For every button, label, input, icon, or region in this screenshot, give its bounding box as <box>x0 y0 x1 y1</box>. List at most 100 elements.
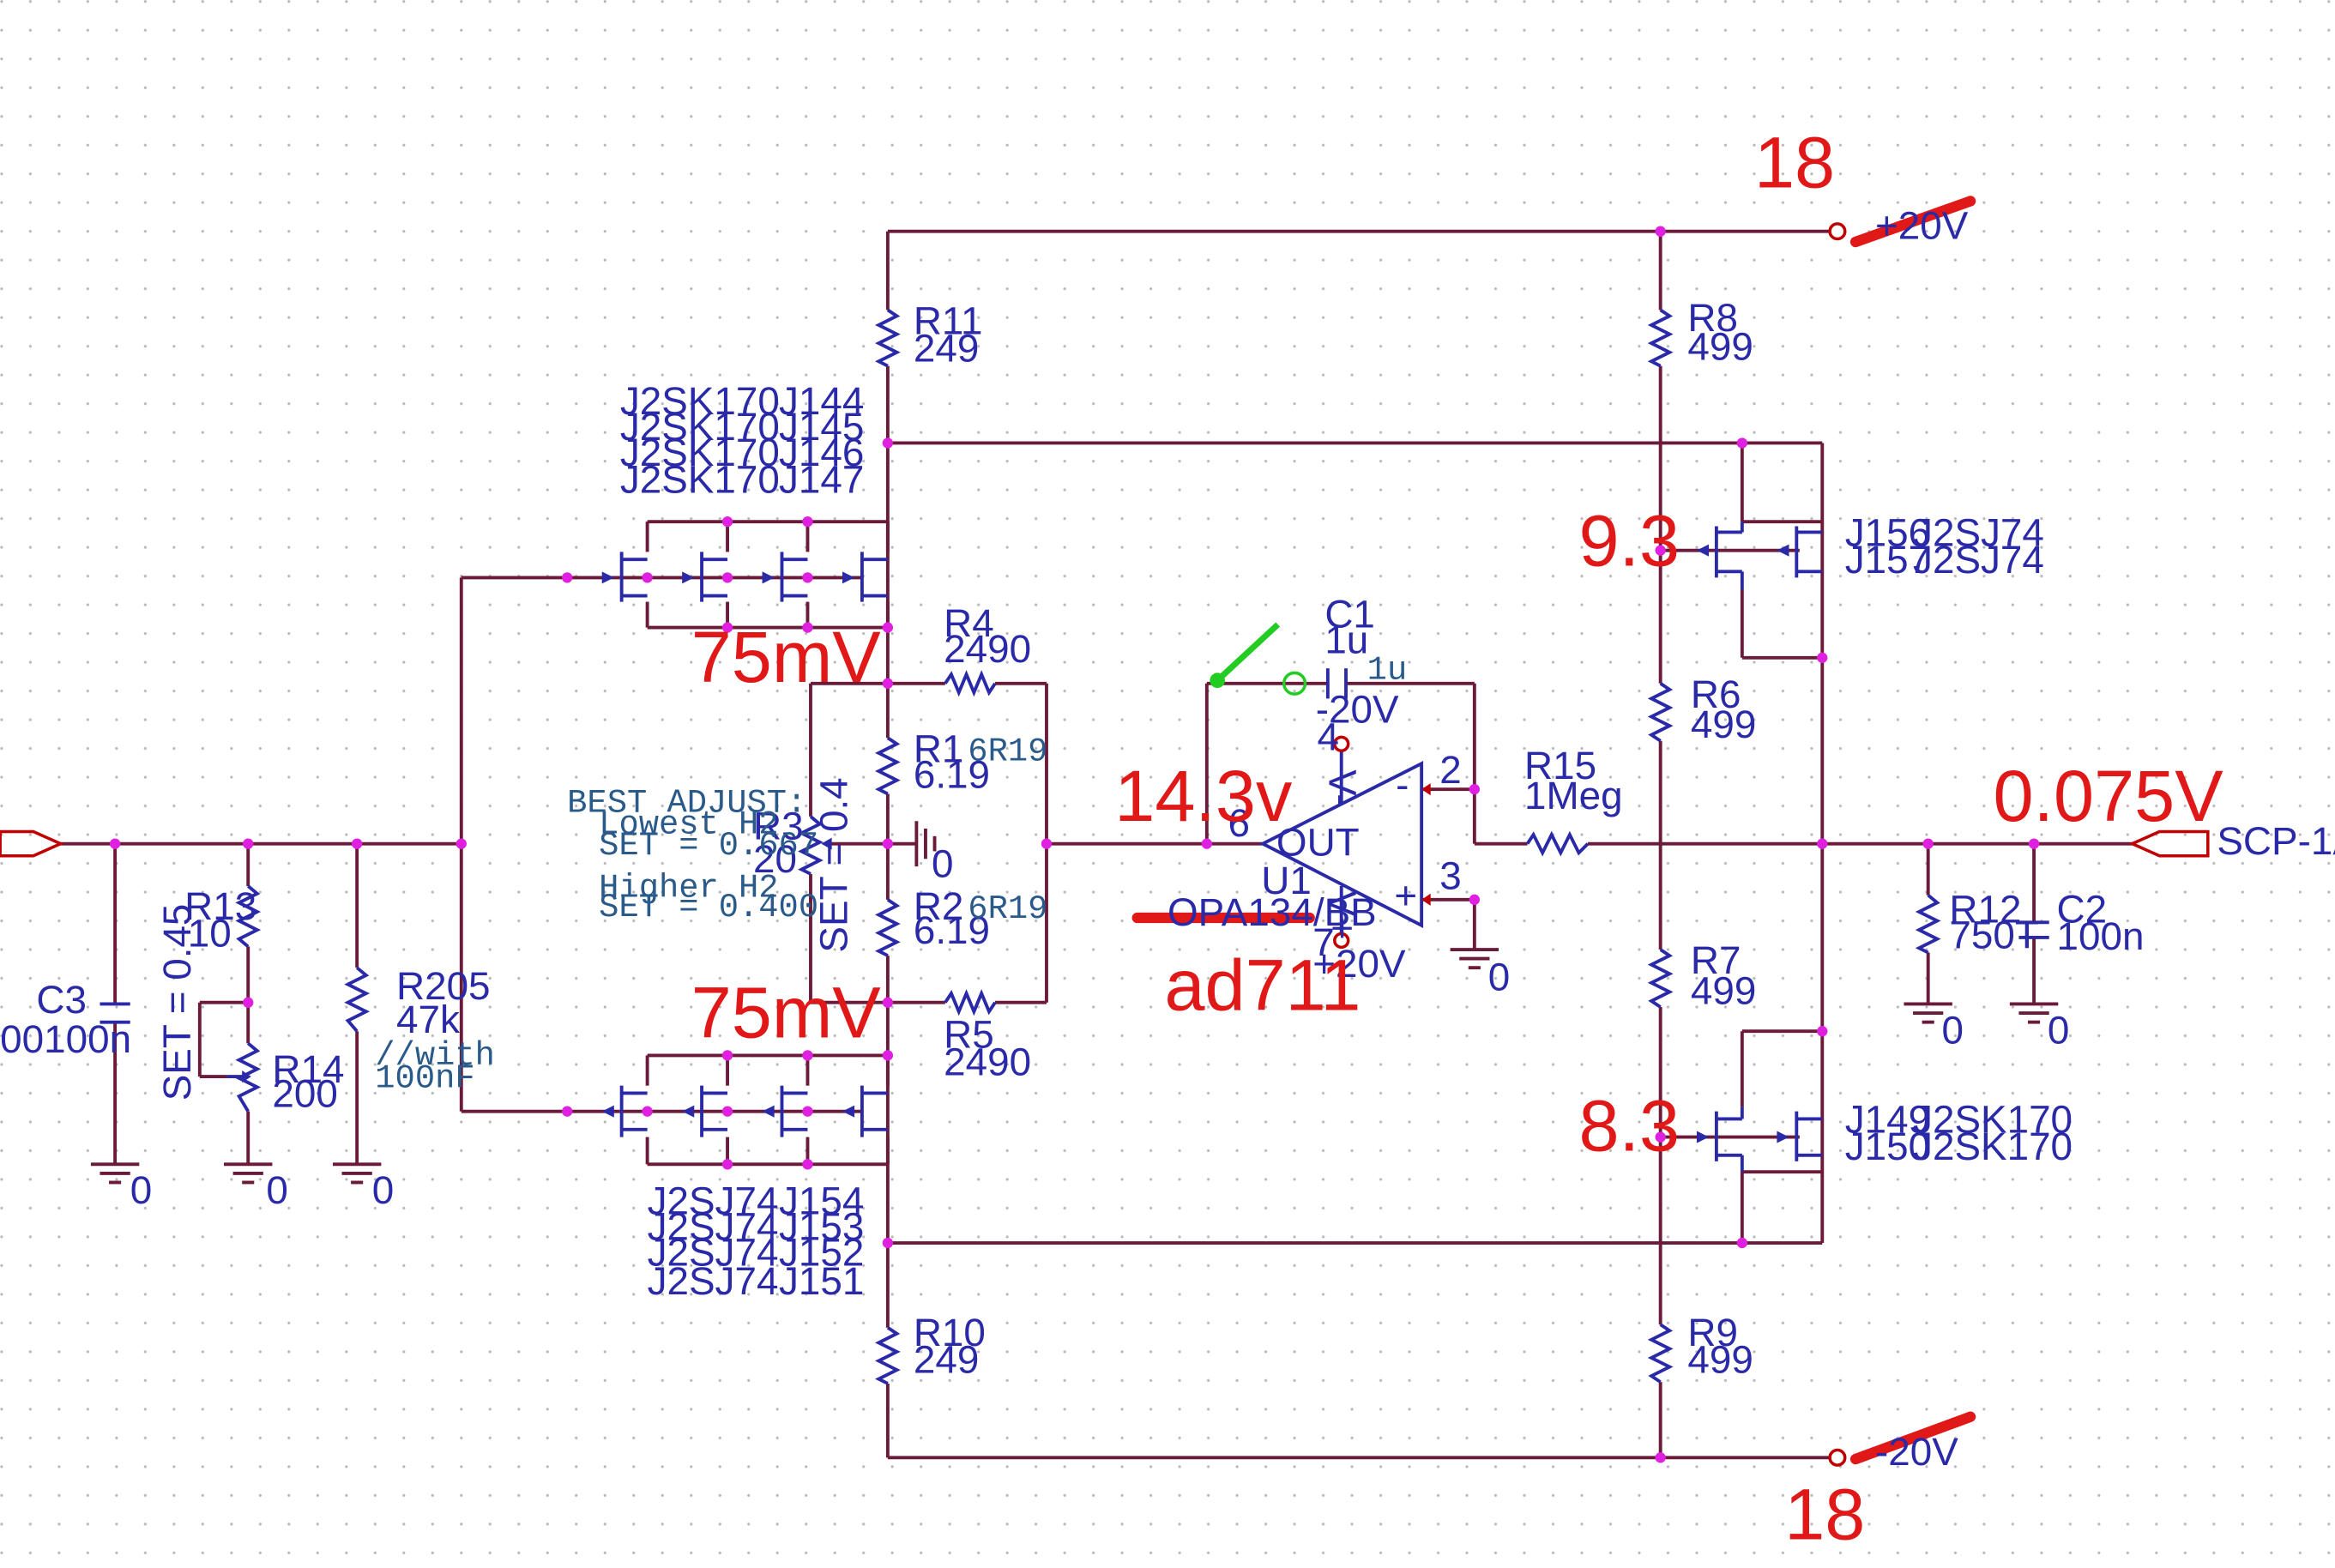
jfet-right-top-part-2: J2SJ74 <box>1913 538 2044 582</box>
jfet-J157 <box>1777 526 1823 578</box>
resistors <box>226 308 1941 1385</box>
green-annotations <box>1210 622 1307 696</box>
jfet-bot-part-1: J2SJ74 <box>648 1179 779 1223</box>
r2-alt: 6R19 <box>968 890 1047 928</box>
jfet-top-part-4: J2SK170 <box>620 458 780 502</box>
opamp-out-label: OUT <box>1276 821 1360 865</box>
r10-name: R10 <box>914 1311 986 1354</box>
junction-dots <box>109 226 2040 1463</box>
r6-value: 499 <box>1691 703 1756 746</box>
jfet-right-top-ref-1: J156 <box>1845 510 1930 554</box>
jfet-right-top-part-1: J2SJ74 <box>1913 510 2044 554</box>
resistor-R13 <box>235 884 262 948</box>
r7-name: R7 <box>1691 938 1741 982</box>
ports <box>0 222 2210 1467</box>
r13-name: R13 <box>184 884 256 928</box>
resistor-R12 <box>1915 894 1941 955</box>
pos-supply-label: +20V <box>1875 204 1969 248</box>
r3-set: SET = 0.4 <box>812 777 855 952</box>
labels: +20V -20V 18 18 R11 249 R10 249 R8 499 R… <box>0 122 2335 1555</box>
green-open-circle <box>1282 671 1307 696</box>
capacitor-C2 <box>2018 920 2049 939</box>
r3-name: R3 <box>753 804 804 847</box>
r5-value: 2490 <box>944 1040 1031 1083</box>
jfet-J147 <box>842 552 888 602</box>
r205-value: 47k <box>396 998 460 1041</box>
r10-value: 249 <box>914 1338 979 1382</box>
r6-name: R6 <box>1691 672 1741 716</box>
note-line3: SET = 0.667 <box>599 827 818 865</box>
output-port <box>2128 829 2210 858</box>
r3-value: 20 <box>753 837 797 881</box>
output-port-label: SCP-1A <box>2217 819 2335 863</box>
jfet-top-ref-1: J144 <box>779 379 864 423</box>
resistor-R14 <box>235 1041 262 1113</box>
c1-extra: 1u <box>1367 651 1408 689</box>
r14-set: SET = 0.45 <box>155 904 199 1101</box>
ground-r14 <box>224 1162 273 1185</box>
r11-value: 249 <box>914 326 979 370</box>
jfet-right-bot-part-2: J2SK170 <box>1913 1125 2073 1168</box>
jfet-J153 <box>682 1085 728 1137</box>
capacitor-C3 <box>100 1002 130 1024</box>
resistor-R5 <box>944 989 997 1016</box>
ground-label-r12: 0 <box>1942 1008 1964 1052</box>
opamp-part: OPA134/BB <box>1168 890 1377 934</box>
r11-name: R11 <box>914 299 983 343</box>
jfet-right-bot-ref-1: J149 <box>1845 1097 1930 1141</box>
ground-label-r205: 0 <box>372 1168 395 1212</box>
opamp-minus: - <box>1396 763 1409 807</box>
jfet-bot-part-3: J2SJ74 <box>648 1230 779 1274</box>
r2-value: 6.19 <box>914 908 990 952</box>
r1-alt: 6R19 <box>968 733 1047 771</box>
jfet-bot-part-4: J2SJ74 <box>648 1259 779 1303</box>
r7-value: 499 <box>1691 968 1756 1012</box>
resistor-R6 <box>1647 682 1674 743</box>
jfet-J156 <box>1696 522 1744 590</box>
r14-name: R14 <box>272 1047 344 1091</box>
resistor-R7 <box>1647 948 1674 1009</box>
note-line2: Lowest H2 <box>599 805 778 843</box>
c3-value: 00100n <box>0 1017 131 1061</box>
jfet-top-ref-4: J147 <box>779 458 864 502</box>
c1-value: 1u <box>1324 618 1368 662</box>
r1-name: R1 <box>914 727 964 770</box>
jfet-bot-ref-4: J151 <box>779 1259 864 1303</box>
bot-bias-voltage: 75mV <box>691 971 882 1052</box>
c1-name: C1 <box>1324 593 1375 636</box>
jfet-bot-part-2: J2SJ74 <box>648 1204 779 1248</box>
neg-supply-measured: 18 <box>1784 1474 1865 1555</box>
jfet-top-part-3: J2SK170 <box>620 431 780 474</box>
r12-name: R12 <box>1949 887 2021 931</box>
opamp-vneg: -20V <box>1316 688 1399 732</box>
pos-supply-measured: 18 <box>1754 122 1835 203</box>
jfet-J154 <box>601 1085 648 1137</box>
resistor-R8 <box>1647 308 1674 368</box>
opamp-replacement: ad711 <box>1164 944 1361 1026</box>
opamp-U1 <box>1258 735 1431 950</box>
wires <box>60 229 2133 1460</box>
strike-neg-supply <box>1849 1411 1976 1465</box>
opamp-pin2: 2 <box>1439 748 1462 792</box>
capacitors <box>100 668 2049 1024</box>
pos-supply-terminal <box>1828 222 1847 241</box>
green-pointer-line <box>1215 622 1281 683</box>
jfets <box>601 522 1823 1173</box>
opamp-pin3: 3 <box>1439 854 1462 898</box>
r8-name: R8 <box>1687 296 1738 340</box>
ground-center <box>914 821 937 867</box>
note-line1: BEST ADJUST: <box>567 785 806 823</box>
r205-note1: //with <box>375 1037 495 1075</box>
resistor-R10 <box>874 1326 901 1385</box>
opamp-vpos: +20V <box>1312 942 1406 986</box>
ground-r12 <box>1904 1002 1952 1024</box>
r13-value: 10 <box>188 911 232 955</box>
opamp-pin7: 7 <box>1312 920 1335 964</box>
note-line5: SET = 0.400 <box>599 889 818 926</box>
jfet-bot-ref-1: J154 <box>779 1179 864 1223</box>
resistor-R9 <box>1647 1323 1674 1384</box>
jfet-right-bot-part-1: J2SK170 <box>1913 1097 2073 1141</box>
green-dot <box>1210 672 1225 689</box>
